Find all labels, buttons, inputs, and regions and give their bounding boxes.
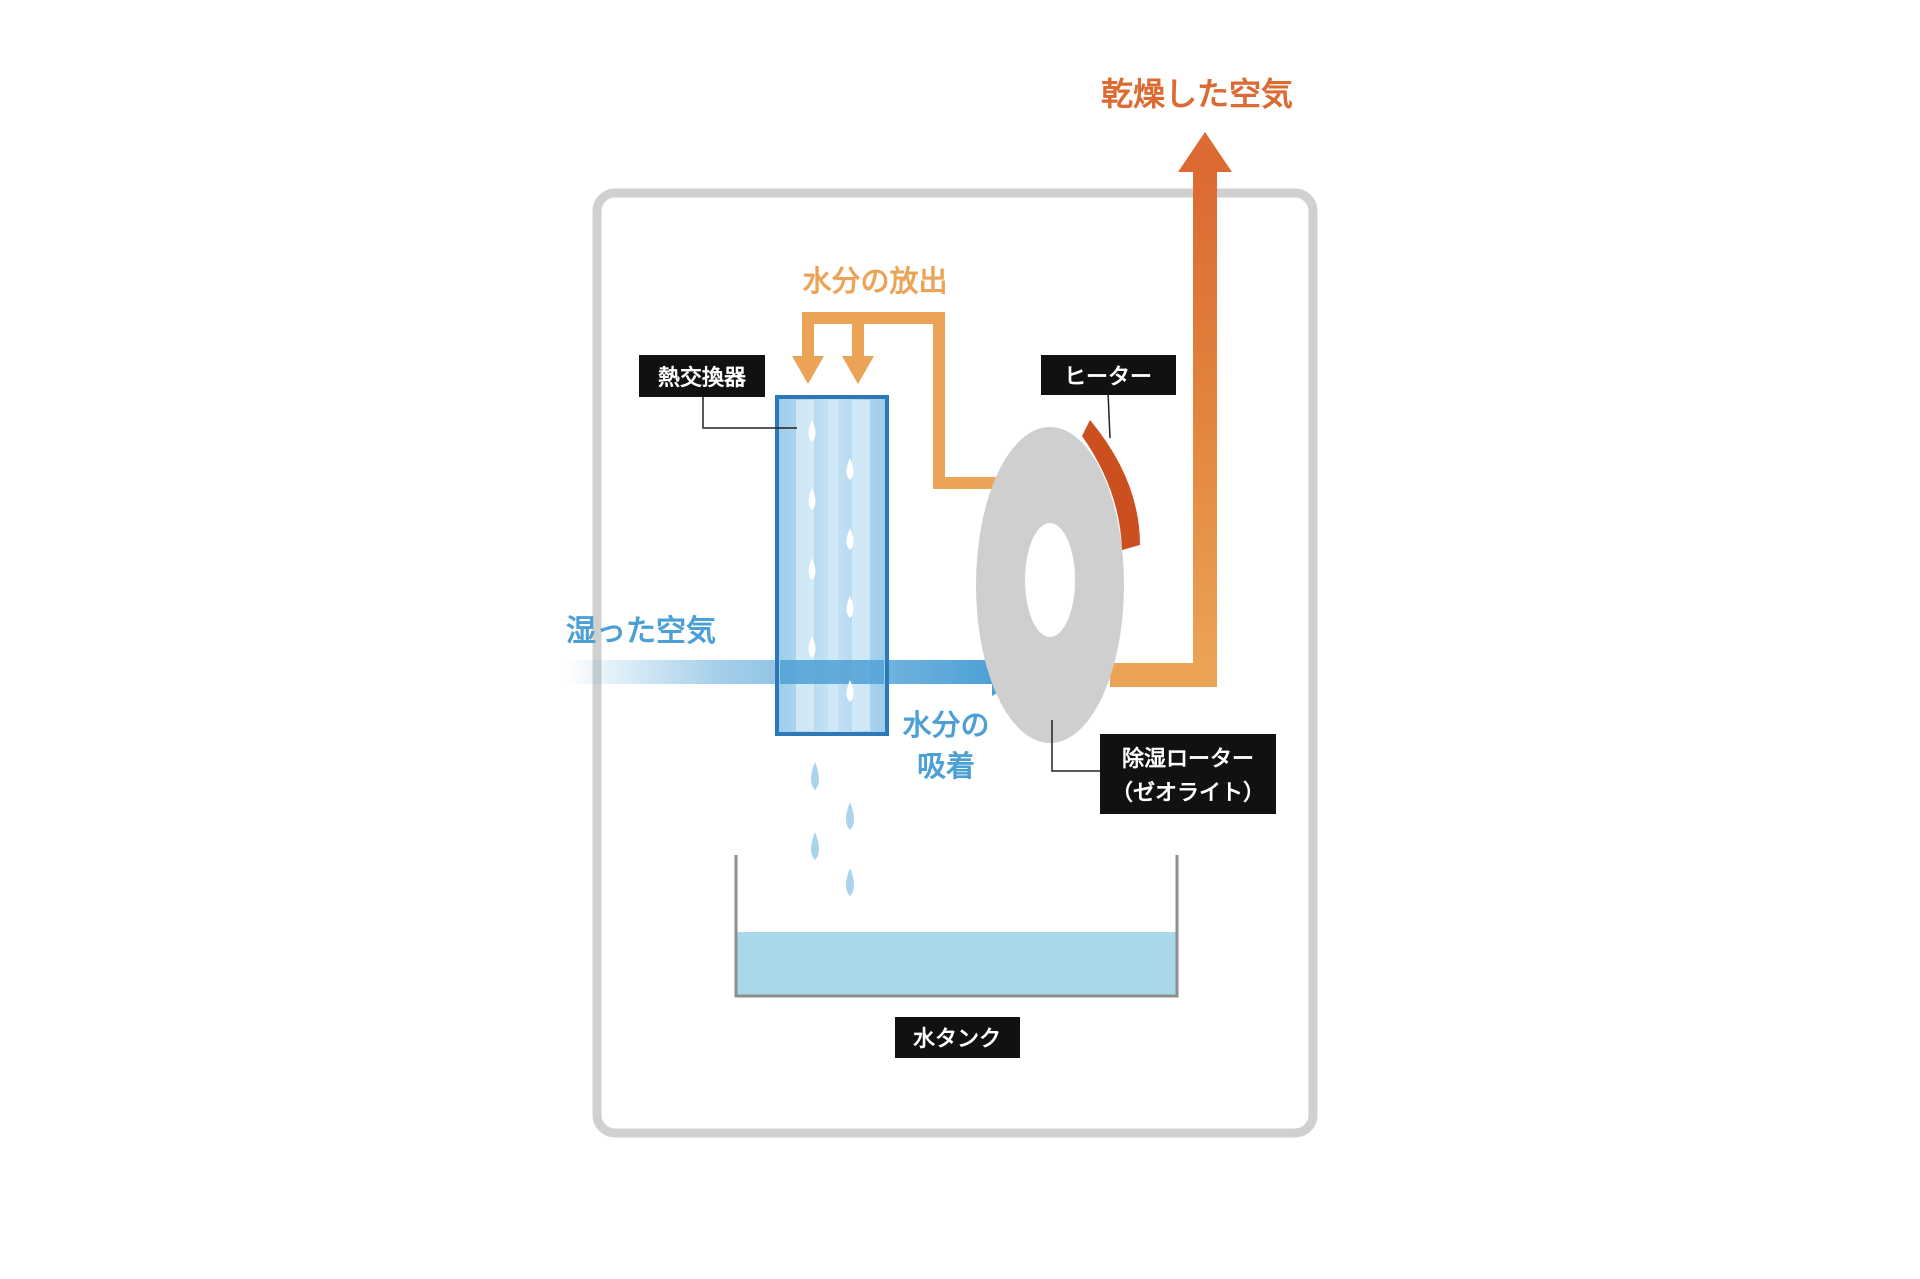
rotor-label-bg <box>1100 734 1276 814</box>
heat-exchanger-label: 熱交換器 <box>639 355 765 397</box>
tank-walls <box>734 855 1179 998</box>
moisture-adsorption-label-line2: 吸着 <box>917 749 975 783</box>
heat-exchanger-label-text: 熱交換器 <box>658 365 747 391</box>
heater-element <box>1082 420 1140 550</box>
moisture-adsorption-label-line1: 水分の <box>902 708 989 742</box>
water-drop-icon <box>808 636 816 658</box>
tank-water <box>736 932 1177 996</box>
heat-exchanger-channel-3 <box>852 400 870 731</box>
water-drop-icon <box>808 420 816 442</box>
dry-air-flow <box>1110 132 1232 687</box>
moisture-release-pipe <box>802 312 1045 489</box>
desiccant-rotor <box>976 420 1140 743</box>
water-drop-icon <box>846 802 854 830</box>
heater-label: ヒーター <box>1041 355 1176 395</box>
water-drop-icon <box>811 832 819 860</box>
dry-air-pipe <box>1110 170 1217 687</box>
rotor-label-line1: 除湿ローター <box>1122 746 1254 772</box>
heater-leader <box>1107 391 1111 439</box>
heat-exchanger-channel-2 <box>828 400 838 731</box>
water-drop-icon <box>811 762 819 790</box>
heater-label-bg <box>1041 355 1176 395</box>
dry-air-label: 乾燥した空気 <box>1101 75 1293 113</box>
water-drop-icon <box>846 458 854 480</box>
heat-exchanger-leader <box>702 397 797 429</box>
water-drop-icon <box>808 558 816 580</box>
water-tank-label-bg <box>895 1017 1020 1058</box>
dry-air-arrow-head <box>1178 132 1232 172</box>
water-tank <box>734 855 1179 998</box>
heat-exchanger-airflow <box>780 660 884 684</box>
water-drop-icon <box>846 680 854 702</box>
water-tank-label-text: 水タンク <box>913 1027 1001 1052</box>
heat-exchanger-label-bg <box>639 355 765 397</box>
condensation-drops <box>808 420 854 702</box>
heat-exchanger <box>775 395 889 736</box>
falling-drops <box>811 762 854 896</box>
water-drop-icon <box>808 488 816 510</box>
moisture-release-label: 水分の放出 <box>802 264 947 298</box>
humid-air-label: 湿った空気 <box>566 614 716 649</box>
moisture-release-flow <box>792 312 1045 489</box>
moisture-release-arrow-right <box>842 356 874 384</box>
water-drop-icon <box>846 528 854 550</box>
rotor-label: 除湿ローター （ゼオライト） <box>1100 734 1276 814</box>
water-drop-icon <box>846 868 854 896</box>
heater-label-text: ヒーター <box>1064 365 1152 390</box>
rotor-leader <box>1051 720 1100 772</box>
water-tank-label: 水タンク <box>895 1017 1020 1058</box>
moisture-release-arrow-left <box>792 356 824 384</box>
rotor-label-line2: （ゼオライト） <box>1111 781 1265 806</box>
water-drop-icon <box>846 596 854 618</box>
rotor-hole <box>1025 523 1075 637</box>
